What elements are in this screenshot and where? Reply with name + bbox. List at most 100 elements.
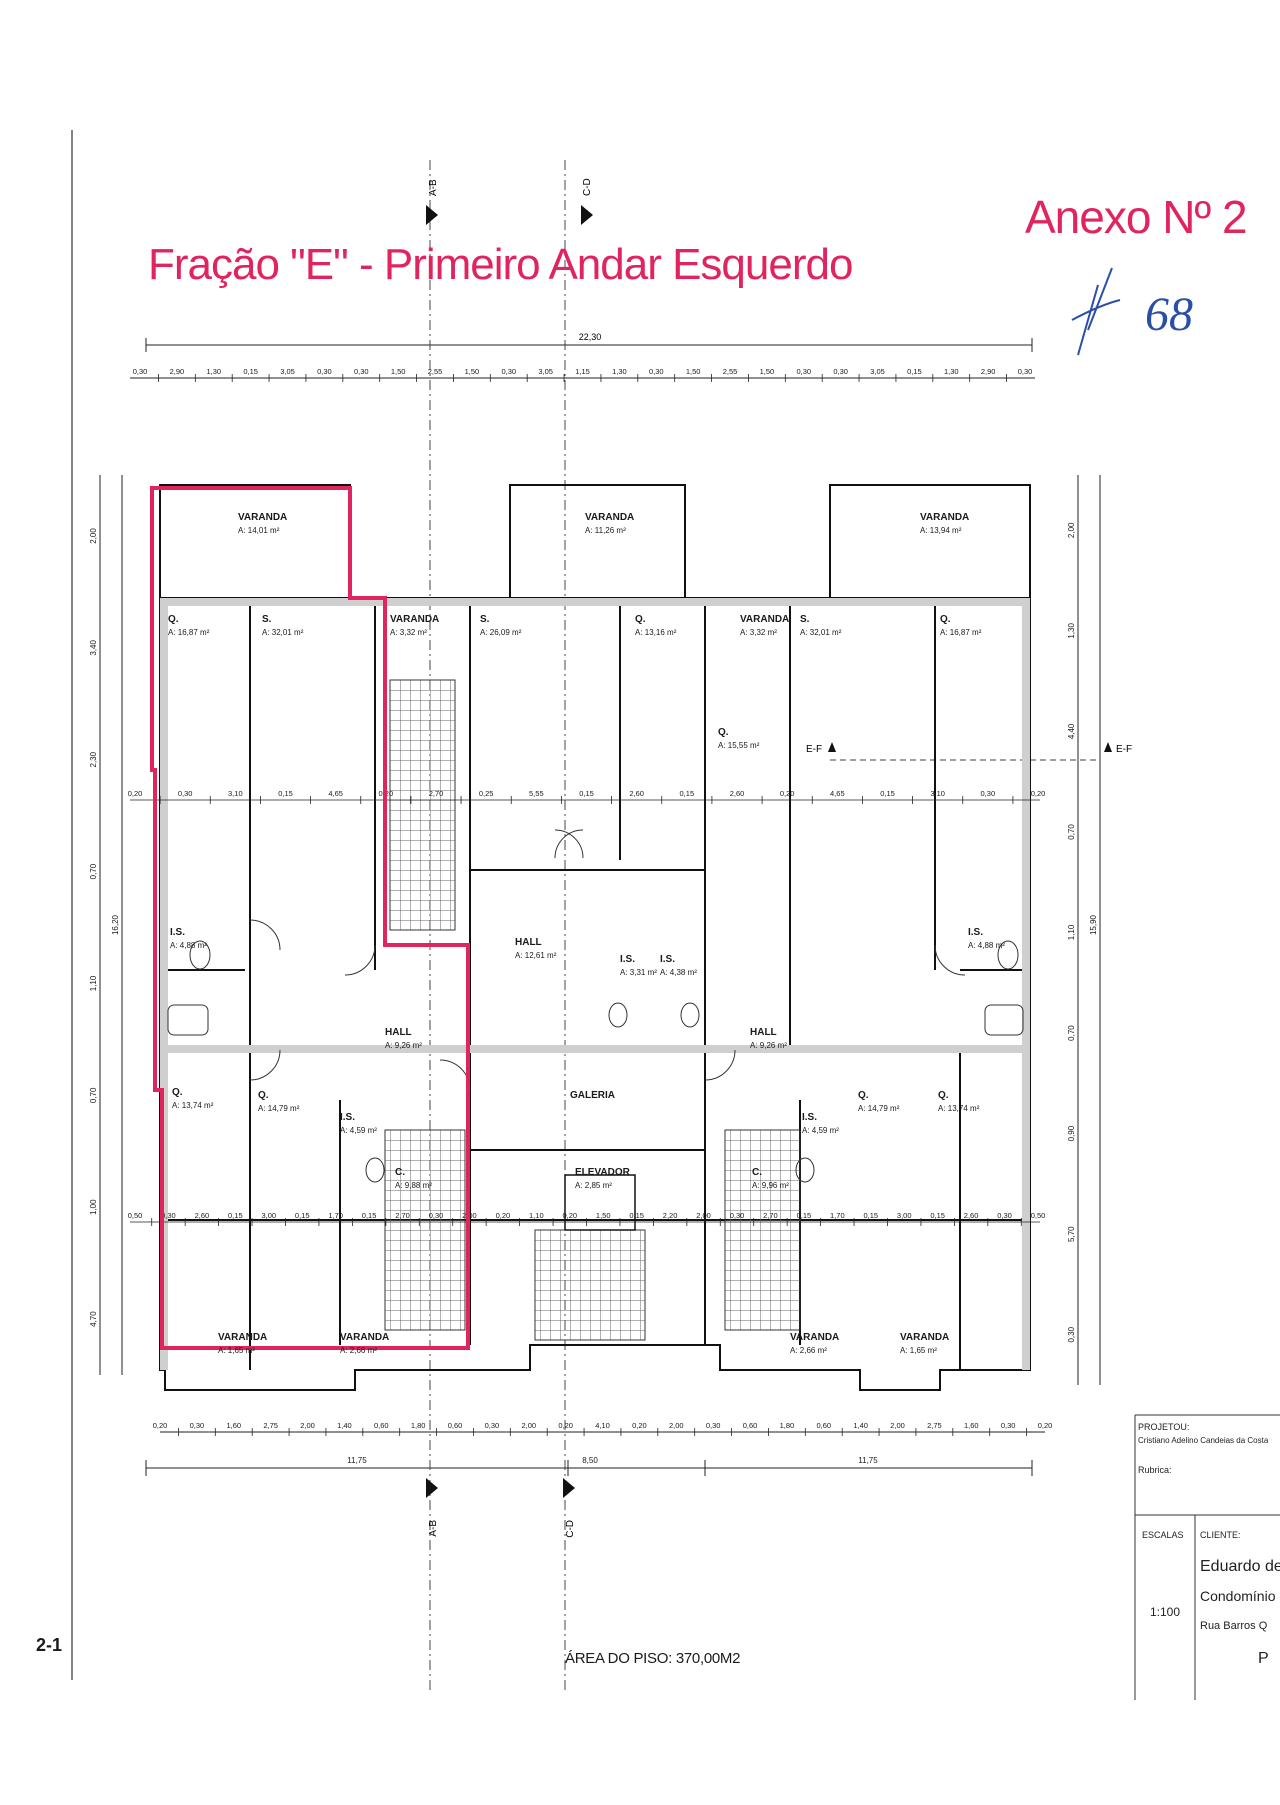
top-dimension-label: 1,50 xyxy=(686,367,701,376)
mid-lower-dimension-label: 2,20 xyxy=(663,1211,678,1220)
top-dimension-label: 0,15 xyxy=(243,367,258,376)
bottom-dimension-label: 0,20 xyxy=(153,1421,168,1430)
room-name: VARANDA xyxy=(740,614,789,625)
bottom-dimension-label: 0,60 xyxy=(448,1421,463,1430)
room-name: Q. xyxy=(168,614,179,625)
top-dimension-label: 2,55 xyxy=(428,367,443,376)
room-area: A: 4,59 m² xyxy=(802,1126,839,1135)
room-name: HALL xyxy=(385,1027,412,1038)
annex-title: Anexo Nº 2 xyxy=(1025,191,1248,243)
mid-upper-dimension-label: 0,15 xyxy=(680,789,695,798)
room-name: ELEVADOR xyxy=(575,1167,631,1178)
room-area: A: 16,87 m² xyxy=(168,628,210,637)
mid-upper-dimension-label: 3,10 xyxy=(930,789,945,798)
left-dimension-label: 4,70 xyxy=(89,1311,98,1327)
bottom-dimension-label: 1,40 xyxy=(853,1421,868,1430)
mid-upper-dimension-label: 4,65 xyxy=(830,789,845,798)
room-area: A: 2,66 m² xyxy=(790,1346,827,1355)
left-dimension-label: 2,30 xyxy=(89,751,98,767)
top-dimension-label: 0,30 xyxy=(317,367,332,376)
mid-lower-dimension-label: 0,50 xyxy=(128,1211,143,1220)
bottom-dimension-label: 2,75 xyxy=(927,1421,942,1430)
rubrica-label: Rubrica: xyxy=(1138,1465,1172,1475)
left-dimension-label: 1,10 xyxy=(89,975,98,991)
mid-upper-dimension-label: 0,30 xyxy=(178,789,193,798)
room-area: A: 4,88 m² xyxy=(170,941,207,950)
top-dimension-label: 0,30 xyxy=(501,367,516,376)
mid-lower-dimension-label: 1,70 xyxy=(328,1211,343,1220)
mid-upper-dimension-label: 5,55 xyxy=(529,789,544,798)
bottom-dimension-label: 2,75 xyxy=(263,1421,278,1430)
room-name: I.S. xyxy=(660,954,675,965)
floor-area-label: ÁREA DO PISO: 370,00M2 xyxy=(565,1650,741,1667)
section-label-ef-right: E-F xyxy=(1116,744,1132,755)
top-dimension-label: 3,05 xyxy=(280,367,295,376)
room-name: S. xyxy=(480,614,490,625)
room-area: A: 1,65 m² xyxy=(900,1346,937,1355)
elevator-shaft xyxy=(564,1174,636,1231)
room-area: A: 16,87 m² xyxy=(940,628,982,637)
designer-name: Cristiano Adelino Candeias da Costa xyxy=(1138,1436,1269,1445)
left-total-label: 16,20 xyxy=(111,914,120,935)
room-area: A: 32,01 m² xyxy=(800,628,842,637)
room-area: A: 2,85 m² xyxy=(575,1181,612,1190)
room-area: A: 13,16 m² xyxy=(635,628,677,637)
fraction-e-outline xyxy=(150,486,470,1350)
room-area: A: 12,61 m² xyxy=(515,951,557,960)
tiled-areas xyxy=(384,679,801,1341)
bottom-total-label: 11,75 xyxy=(858,1456,878,1465)
mid-upper-dimension-label: 2,70 xyxy=(429,789,444,798)
mid-upper-dimension-label: 3,10 xyxy=(228,789,243,798)
mid-lower-dimension-label: 0,30 xyxy=(161,1211,176,1220)
mid-lower-dimension-label: 0,15 xyxy=(863,1211,878,1220)
right-total-label: 15,90 xyxy=(1089,914,1098,935)
mid-lower-dimension-label: 2,60 xyxy=(964,1211,979,1220)
room-name: S. xyxy=(800,614,810,625)
room-name: VARANDA xyxy=(238,512,287,523)
room-name: GALERIA xyxy=(570,1090,615,1101)
room-area: A: 4,38 m² xyxy=(660,968,697,977)
room-name: Q. xyxy=(172,1087,183,1098)
room-name: VARANDA xyxy=(920,512,969,523)
room-area: A: 9,26 m² xyxy=(750,1041,787,1050)
room-area: A: 9,26 m² xyxy=(385,1041,422,1050)
mid-lower-dimension-label: 2,70 xyxy=(395,1211,410,1220)
room-area: A: 2,66 m² xyxy=(340,1346,377,1355)
mid-upper-dimension-label: 0,15 xyxy=(579,789,594,798)
mid-lower-dimension-label: 0,30 xyxy=(429,1211,444,1220)
overall-width-label: 22,30 xyxy=(579,332,602,342)
room-name: I.S. xyxy=(968,927,983,938)
mid-lower-dimension-label: 0,30 xyxy=(730,1211,745,1220)
room-area: A: 32,01 m² xyxy=(262,628,304,637)
mid-lower-dimension-label: 0,15 xyxy=(797,1211,812,1220)
bottom-dimension-label: 0,20 xyxy=(632,1421,647,1430)
bottom-dimension-label: 1,80 xyxy=(780,1421,795,1430)
left-dimension-label: 0,70 xyxy=(89,1087,98,1103)
mid-lower-dimension-label: 0,30 xyxy=(997,1211,1012,1220)
mid-lower-dimension-label: 1,50 xyxy=(596,1211,611,1220)
room-name: S. xyxy=(262,614,272,625)
top-dimension-label: 1,30 xyxy=(612,367,627,376)
left-dimension-label: 3,40 xyxy=(89,639,98,655)
top-dimension-label: 0,30 xyxy=(133,367,148,376)
mid-upper-dimension-label: 0,25 xyxy=(479,789,494,798)
room-area: A: 14,01 m² xyxy=(238,526,280,535)
top-dimension-label: 1,50 xyxy=(760,367,775,376)
section-label-cd-top: C-D xyxy=(582,178,593,196)
right-dimension-label: 0,70 xyxy=(1067,824,1076,840)
room-name: C. xyxy=(752,1167,762,1178)
room-area: A: 4,88 m² xyxy=(968,941,1005,950)
room-area: A: 3,32 m² xyxy=(390,628,427,637)
room-area: A: 13,74 m² xyxy=(172,1101,214,1110)
scale-value: 1:100 xyxy=(1150,1605,1181,1619)
right-dimension-label: 0,70 xyxy=(1067,1025,1076,1041)
mid-upper-dimension-label: 2,60 xyxy=(629,789,644,798)
right-dimension-label: 2,00 xyxy=(1067,522,1076,538)
bottom-dimension-label: 1,80 xyxy=(411,1421,426,1430)
mid-upper-dimension-label: 0,30 xyxy=(981,789,996,798)
bottom-total-label: 8,50 xyxy=(582,1456,598,1465)
bottom-dimension-label: 1,40 xyxy=(337,1421,352,1430)
client-line-3: Rua Barros Q xyxy=(1200,1620,1268,1632)
